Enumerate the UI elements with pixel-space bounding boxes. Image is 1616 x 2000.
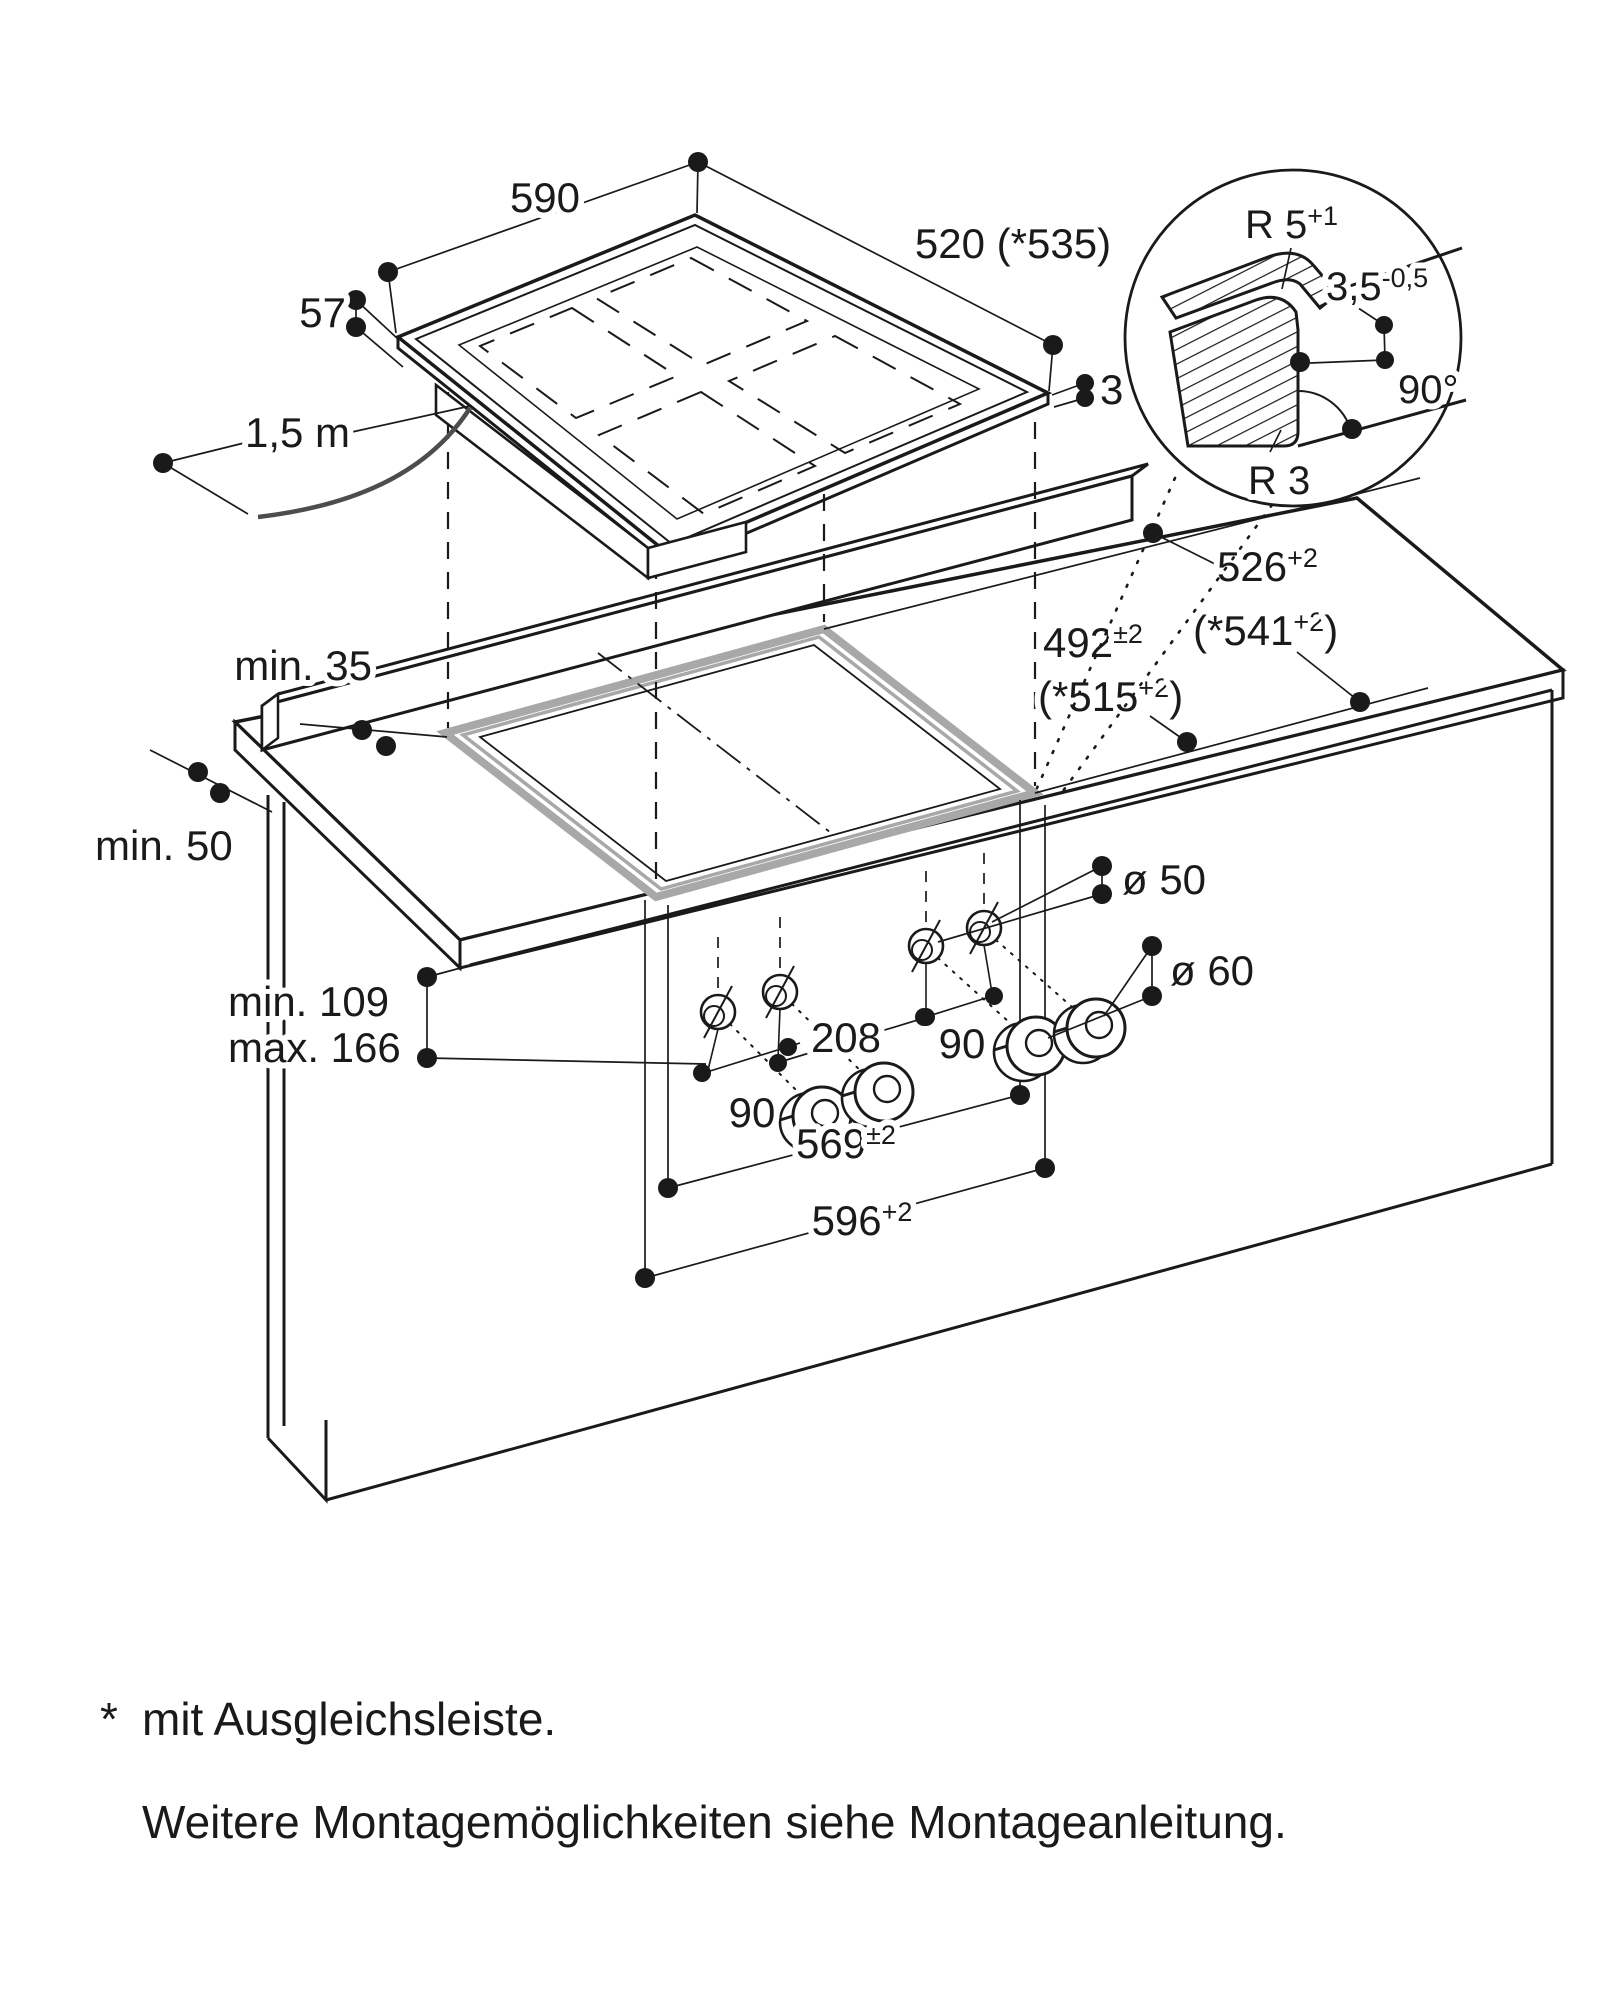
detail-35-label: 3,5-0,5 (1326, 263, 1428, 309)
dim-515: (*515+2) (1032, 667, 1197, 752)
cable-label: 1,5 m (245, 409, 350, 456)
control-knob (778, 1085, 853, 1153)
dim-569: 569±2 (658, 1085, 1030, 1198)
min35-label: min. 35 (234, 642, 372, 689)
detail-leader-1 (1035, 476, 1177, 790)
cooking-zones (477, 256, 963, 516)
dim-520-label: 520 (*535) (915, 220, 1111, 267)
dim-90-left: 90 (693, 1038, 801, 1142)
cooktop-glass-top (394, 213, 1053, 558)
min109-label: min. 109 (228, 978, 389, 1025)
backsplash-left-end (260, 691, 280, 753)
dim-dia50: ø 50 (937, 850, 1212, 943)
hole-dim-stems (707, 944, 993, 1071)
cooking-zone (477, 306, 680, 420)
detail-90deg-label: 90° (1398, 368, 1459, 412)
detail-strip-hatched (1159, 251, 1341, 320)
detail-r3-label: R 3 (1248, 459, 1310, 503)
detail-dim-35 (1309, 295, 1394, 369)
dim-526-label: 526+2 (1217, 543, 1318, 590)
dim-90-right-label: 90 (939, 1020, 986, 1067)
detail-leaders (1035, 476, 1274, 797)
dim-590-label: 590 (510, 174, 580, 221)
max166-label: max. 166 (228, 1024, 401, 1071)
control-knob (840, 1061, 915, 1129)
dim-596: 596+2 (635, 1158, 1055, 1288)
footnote-line2: Weitere Montagemöglichkeiten siehe Monta… (142, 1796, 1287, 1848)
dim-57-label: 57 (299, 289, 346, 336)
cabinet (266, 688, 1554, 1504)
detail-r3-leader (1269, 429, 1282, 453)
dim-dia60: ø 60 (1047, 936, 1260, 1039)
edge-detail-circle: R 5+1 3,5-0,5 90° R 3 (1123, 168, 1467, 509)
knob-holes (699, 853, 1127, 1153)
hole-stems-dashed (717, 853, 985, 992)
cutout-seal-edge (459, 635, 1021, 891)
detail-r5-label: R 5+1 (1245, 201, 1338, 247)
dim-min109-max166: min. 109 max. 166 (222, 951, 707, 1077)
dim-90-left-label: 90 (729, 1089, 776, 1136)
knob-axes-dotted (729, 939, 1081, 1101)
dimensions: 590 520 (*535) 57 3 1,5 m min. 35 (89, 152, 1429, 1288)
cooking-zone (593, 256, 810, 367)
dim-min35: min. 35 (228, 636, 448, 756)
dia60-label: ø 60 (1170, 947, 1254, 994)
detail-leader-2 (1058, 503, 1274, 797)
footnote-line1: mit Ausgleichsleiste. (142, 1693, 556, 1745)
dim-520: 520 (*535) (697, 161, 1117, 392)
cabinet-toe-kick (266, 1420, 328, 1504)
dim-208: 208 (769, 1008, 935, 1072)
dim-492: 492±2 (1034, 613, 1429, 794)
dim-541: (*541+2) (1187, 601, 1370, 712)
power-cable (257, 406, 472, 520)
dia50-label: ø 50 (1122, 856, 1206, 903)
detail-worktop-hatched (1168, 295, 1300, 448)
dim-596-label: 596+2 (812, 1197, 913, 1244)
cooking-zone (597, 390, 818, 516)
dim-57: 57 (293, 283, 404, 368)
cabinet-top-front-edge (469, 688, 1553, 967)
cabinet-bottom-edge (325, 1162, 1553, 1502)
dim-min50: min. 50 (89, 749, 273, 875)
dim-3: 3 (1051, 360, 1129, 419)
detail-surface-lower (1297, 398, 1467, 448)
dim-cable-length: 1,5 m (153, 403, 471, 515)
dim-492-label: 492±2 (1043, 619, 1143, 666)
cutout-inner-edge (478, 644, 1002, 882)
dim-90-right: 90 (915, 987, 1003, 1073)
cooking-zone (726, 334, 963, 455)
min50-label: min. 50 (95, 822, 233, 869)
dim-3-label: 3 (1100, 366, 1123, 413)
dim-590: 590 (378, 152, 708, 334)
dim-208-label: 208 (811, 1014, 881, 1061)
cooktop-zone-border (457, 246, 981, 520)
control-knob (992, 1015, 1067, 1083)
dim-569-label: 569±2 (796, 1120, 896, 1167)
detail-surface-upper (1337, 246, 1463, 292)
cooktop-frame-inner (414, 223, 1030, 546)
cooktop (257, 213, 1053, 581)
dim-541-label: (*541+2) (1193, 607, 1338, 654)
footnote: * mit Ausgleichsleiste. Weitere Montagem… (100, 1693, 1287, 1848)
detail-r5-leader (1281, 247, 1292, 290)
footnote-marker: * (100, 1693, 118, 1745)
cooktop-housing-right (646, 520, 748, 580)
dim-515-label: (*515+2) (1038, 673, 1183, 720)
